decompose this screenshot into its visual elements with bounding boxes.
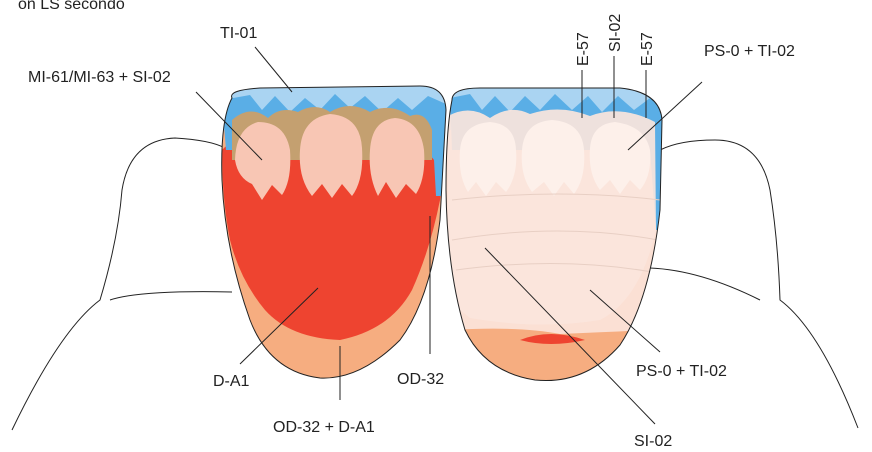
right-enamel-white-2 bbox=[522, 120, 585, 196]
right-gum-outline bbox=[660, 140, 858, 428]
left-gum-inner bbox=[110, 292, 232, 300]
left-tooth bbox=[210, 80, 460, 390]
right-gum-inner bbox=[650, 268, 760, 300]
right-enamel-white bbox=[460, 122, 517, 196]
right-tooth bbox=[440, 80, 670, 400]
label-e57-right: E-57 bbox=[639, 32, 656, 66]
left-mamelon-pink-2 bbox=[300, 114, 363, 198]
label-e57-left: E-57 bbox=[575, 32, 592, 66]
caption-text: on LS secondo bbox=[18, 0, 125, 13]
label-ps-ti-bottom: PS-0 + TI-02 bbox=[636, 363, 727, 380]
label-si02-top: SI-02 bbox=[607, 14, 624, 52]
left-gum-outline bbox=[12, 138, 225, 430]
label-si02-bottom: SI-02 bbox=[634, 433, 672, 450]
label-da1: D-A1 bbox=[213, 373, 250, 390]
label-od32: OD-32 bbox=[397, 371, 444, 388]
label-ps-ti-top: PS-0 + TI-02 bbox=[704, 43, 795, 60]
leader-ti01 bbox=[255, 47, 292, 92]
label-od32-da1: OD-32 + D-A1 bbox=[273, 419, 375, 436]
label-mi-si: MI-61/MI-63 + SI-02 bbox=[28, 69, 171, 86]
label-ti01: TI-01 bbox=[220, 25, 257, 42]
left-mamelon-pink-3 bbox=[370, 118, 425, 198]
